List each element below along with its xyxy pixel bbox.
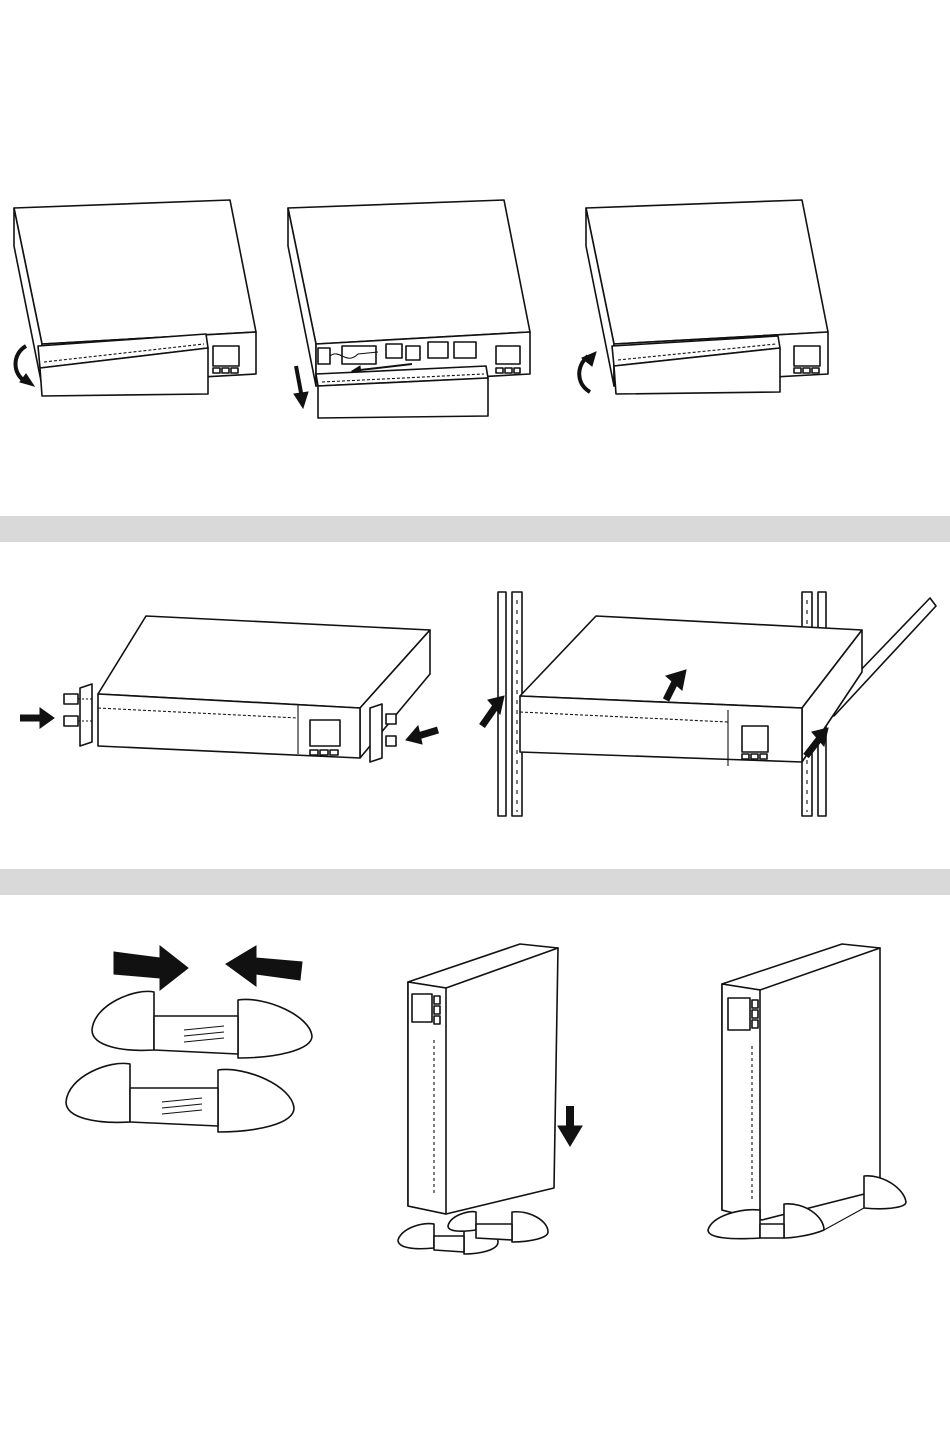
ups-top-face — [520, 616, 862, 708]
down-arrow-icon — [558, 1106, 582, 1146]
figure-ups-standing-on-stands — [700, 940, 920, 1250]
lcd-display — [728, 998, 750, 1030]
right-arrow-icon — [20, 708, 54, 728]
counterclockwise-arrow-icon — [16, 346, 35, 386]
figure-connect-internal-battery — [282, 196, 544, 426]
front-panel-body — [318, 378, 488, 418]
right-arrow-icon — [114, 946, 188, 990]
lcd-display — [742, 726, 768, 752]
left-arrow-icon — [226, 946, 302, 986]
lcd-display — [310, 720, 340, 746]
figure-attach-rack-ears — [14, 608, 444, 778]
tower-stand-lower — [66, 1063, 294, 1132]
ups-top-face — [14, 200, 256, 344]
lcd-display — [496, 346, 520, 364]
left-arrow-icon — [406, 726, 438, 744]
tower-stand — [398, 1212, 548, 1254]
section-band — [0, 516, 950, 542]
lcd-display — [213, 346, 239, 366]
figure-reinstall-front-panel — [572, 196, 834, 426]
down-arrow-icon — [294, 366, 308, 408]
tower-stand-upper — [92, 991, 312, 1058]
ups-top-face — [288, 200, 530, 344]
figure-lower-ups-onto-stands — [394, 940, 594, 1256]
figure-join-tower-stands — [60, 946, 320, 1146]
figure-slide-into-rack — [490, 592, 940, 818]
clockwise-arrow-icon — [579, 352, 596, 392]
lcd-display — [794, 346, 820, 366]
lcd-display — [412, 994, 432, 1022]
left-rack-ear — [64, 684, 94, 746]
figure-remove-front-panel — [8, 196, 270, 426]
section-band — [0, 869, 950, 895]
ups-top-face — [586, 200, 828, 344]
